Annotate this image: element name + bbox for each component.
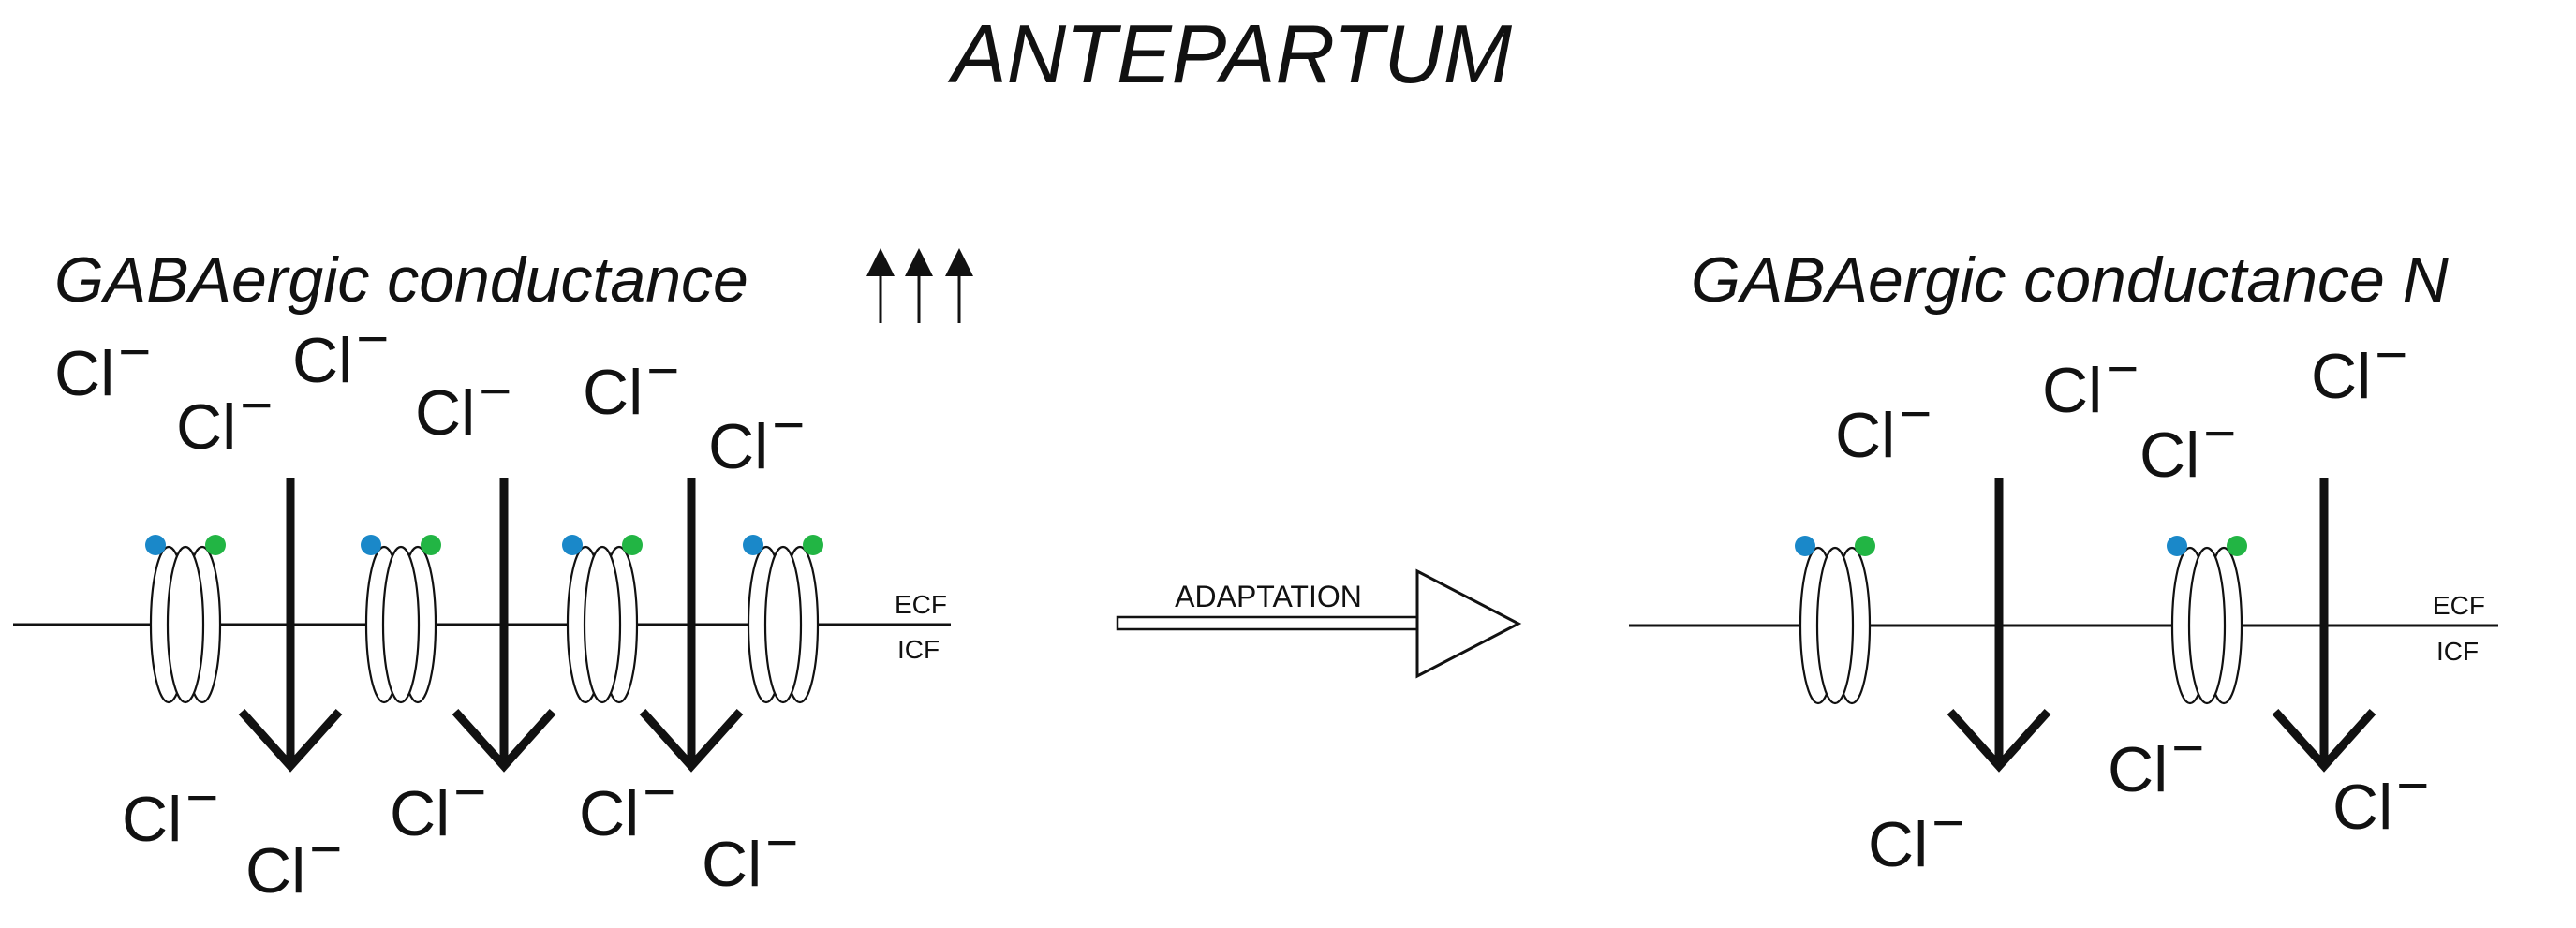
ligand-blue-dot <box>361 535 381 555</box>
ligand-green-dot <box>1855 536 1875 556</box>
chloride-ion-label: Cl− <box>579 760 675 849</box>
ligand-blue-dot <box>743 535 763 555</box>
ligand-green-dot <box>2227 536 2247 556</box>
chloride-ion-label: Cl− <box>708 393 805 482</box>
left-heading: GABAergic conductance <box>54 244 748 316</box>
gaba-receptor-icon <box>1795 536 1875 705</box>
chloride-flux-arrow-icon <box>1947 478 2051 773</box>
ligand-blue-dot <box>145 535 166 555</box>
ligand-blue-dot <box>2167 536 2187 556</box>
gaba-receptor-icon <box>743 535 823 704</box>
left-icf-label: ICF <box>897 635 940 664</box>
page-title: ANTEPARTUM <box>947 7 1513 100</box>
ligand-green-dot <box>421 535 441 555</box>
left-ecf-label: ECF <box>895 590 947 619</box>
chloride-ion-label: Cl− <box>176 374 273 463</box>
arrow-head-icon <box>1415 568 1522 679</box>
left-panel: GABAergic conductance ECF ICF Cl−Cl−Cl−C… <box>13 244 973 906</box>
chloride-ion-label: Cl− <box>2108 716 2204 805</box>
gaba-receptor-icon <box>145 535 226 704</box>
gaba-receptor-icon <box>361 535 441 704</box>
up-arrow-icon <box>905 248 933 323</box>
chloride-flux-arrow-icon <box>639 478 744 773</box>
adaptation-arrow: ADAPTATION <box>1116 568 1522 679</box>
ligand-blue-dot <box>1795 536 1815 556</box>
left-receptors <box>145 535 823 704</box>
chloride-ion-label: Cl− <box>390 760 486 849</box>
right-receptors <box>1795 536 2247 705</box>
chloride-ion-label: Cl− <box>583 339 679 428</box>
chloride-ion-label: Cl− <box>1835 382 1932 471</box>
left-flux-arrows <box>238 478 744 773</box>
chloride-ion-label: Cl− <box>245 818 342 906</box>
right-panel: GABAergic conductance N ECF ICF Cl−Cl−Cl… <box>1629 244 2498 880</box>
chloride-ion-label: Cl− <box>2311 323 2407 412</box>
up-arrow-icon <box>866 248 973 323</box>
gaba-receptor-icon <box>2167 536 2247 705</box>
right-chloride-ions: Cl−Cl−Cl−Cl−Cl−Cl−Cl− <box>1835 323 2429 880</box>
chloride-ion-label: Cl− <box>292 307 389 396</box>
up-arrow-icon <box>945 248 973 323</box>
right-heading: GABAergic conductance N <box>1691 244 2450 316</box>
chloride-flux-arrow-icon <box>238 478 343 773</box>
chloride-ion-label: Cl− <box>54 320 151 409</box>
left-chloride-ions: Cl−Cl−Cl−Cl−Cl−Cl−Cl−Cl−Cl−Cl−Cl− <box>54 307 805 906</box>
gaba-receptor-icon <box>562 535 643 704</box>
right-ecf-label: ECF <box>2433 591 2485 620</box>
chloride-ion-label: Cl− <box>2139 402 2236 491</box>
ligand-blue-dot <box>562 535 583 555</box>
right-icf-label: ICF <box>2436 637 2479 666</box>
chloride-ion-label: Cl− <box>702 811 798 900</box>
chloride-ion-label: Cl− <box>2042 337 2139 426</box>
chloride-ion-label: Cl− <box>122 766 218 855</box>
ligand-green-dot <box>205 535 226 555</box>
chloride-ion-label: Cl− <box>2332 754 2429 843</box>
chloride-ion-label: Cl− <box>415 360 511 449</box>
chloride-ion-label: Cl− <box>1868 791 1964 880</box>
chloride-flux-arrow-icon <box>2272 478 2376 773</box>
ligand-green-dot <box>622 535 643 555</box>
right-flux-arrows <box>1947 478 2376 773</box>
adaptation-label: ADAPTATION <box>1175 580 1362 613</box>
chloride-flux-arrow-icon <box>452 478 556 773</box>
ligand-green-dot <box>803 535 823 555</box>
up-arrow-icon <box>866 248 895 323</box>
